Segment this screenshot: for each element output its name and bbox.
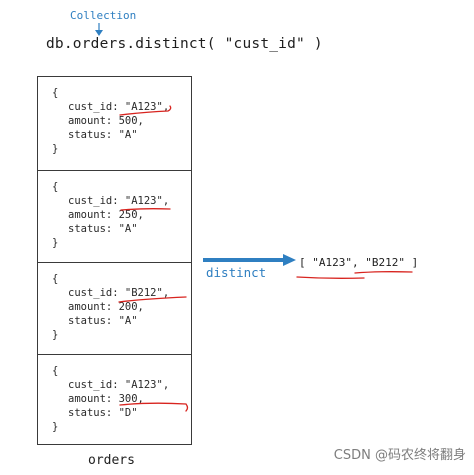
collection-name: orders (88, 453, 135, 468)
amount-field: amount: 500, (68, 115, 144, 127)
collection-pointer-arrow-icon (95, 23, 103, 36)
amount-field: amount: 300, (68, 393, 144, 405)
document-card: { cust_id: "A123", amount: 300, status: … (38, 354, 191, 444)
open-brace: { (52, 87, 59, 99)
open-brace: { (52, 273, 59, 285)
open-brace: { (52, 181, 59, 193)
close-brace: } (52, 329, 59, 341)
cust-id-field: cust_id: "A123", (68, 195, 170, 207)
document-card: { cust_id: "A123", amount: 250, status: … (38, 170, 191, 262)
status-field: status: "A" (68, 129, 138, 141)
distinct-arrow-icon (203, 254, 296, 266)
underline-result-a (296, 276, 365, 279)
collection-label: Collection (70, 9, 137, 22)
orders-collection-box: { cust_id: "A123", amount: 500, status: … (37, 76, 192, 445)
cust-id-field: cust_id: "A123", (68, 101, 170, 113)
status-field: status: "D" (68, 407, 138, 419)
document-card: { cust_id: "B212", amount: 200, status: … (38, 262, 191, 354)
cust-id-field: cust_id: "A123", (68, 379, 170, 391)
status-field: status: "A" (68, 315, 138, 327)
status-field: status: "A" (68, 223, 138, 235)
watermark: CSDN @码农终将翻身 (333, 448, 466, 463)
open-brace: { (52, 365, 59, 377)
result-array: [ "A123", "B212" ] (299, 256, 419, 269)
underline-result-b (354, 271, 413, 274)
close-brace: } (52, 143, 59, 155)
amount-field: amount: 200, (68, 301, 144, 313)
cust-id-field: cust_id: "B212", (68, 287, 170, 299)
close-brace: } (52, 237, 59, 249)
document-card: { cust_id: "A123", amount: 500, status: … (38, 77, 191, 170)
amount-field: amount: 250, (68, 209, 144, 221)
close-brace: } (52, 421, 59, 433)
distinct-command: db.orders.distinct( "cust_id" ) (46, 36, 323, 52)
operation-label: distinct (206, 265, 267, 280)
